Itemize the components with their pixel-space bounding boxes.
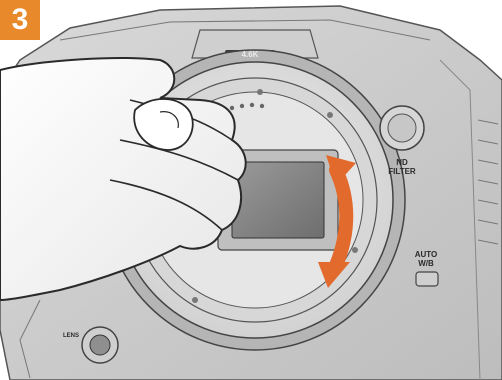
nd-filter-label-line1: ND	[380, 158, 424, 167]
nd-filter-knob	[380, 106, 424, 150]
nd-filter-label-line2: FILTER	[380, 167, 424, 176]
auto-wb-label-line2: W/B	[404, 259, 448, 268]
auto-wb-label-line1: AUTO	[404, 250, 448, 259]
nd-filter-label: ND FILTER	[380, 158, 424, 176]
model-mark-label: 4.6K	[233, 50, 267, 59]
step-number-badge: 3	[0, 0, 40, 40]
lens-connector-label: LENS	[56, 333, 86, 339]
auto-wb-label: AUTO W/B	[404, 250, 448, 268]
auto-wb-button	[416, 272, 438, 286]
lens-connector	[82, 327, 118, 363]
